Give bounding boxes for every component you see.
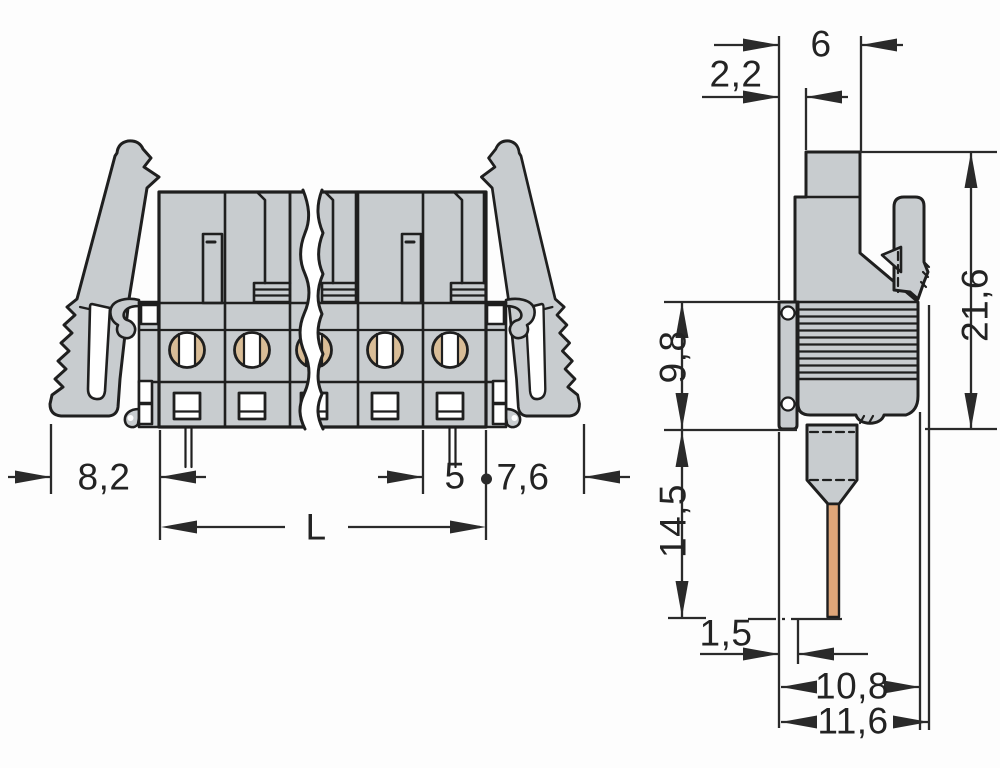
contact-channel [320,190,358,304]
dim-label-L: L [305,506,327,548]
dim-label-8-2: 8,2 [77,456,131,498]
rib-lines [797,308,919,374]
dim-label-9-8: 9,8 [652,330,694,384]
connector-body-front [137,188,508,431]
pin-stubs [184,425,457,469]
contact-channel [252,190,292,304]
flange-plate-side [777,300,799,431]
contact-channel [449,190,488,304]
break-line [298,188,311,431]
dim-label-5: 5 [444,455,466,497]
dim-label-14-5: 14,5 [652,483,694,559]
dim-label-7-6: 7,6 [496,456,550,498]
front-view [8,139,630,540]
side-view [664,36,997,730]
dim-label-6: 6 [810,23,832,65]
dim-label-21-6: 21,6 [954,267,996,343]
mounting-flange-left [109,297,161,429]
dim-label-1-5: 1,5 [699,612,753,654]
dim-label-10-8: 10,8 [814,665,890,707]
dim-label-11-6: 11,6 [817,700,889,742]
latch-hook [880,195,931,301]
locking-lever-left [48,139,161,418]
dim-label-2-2: 2,2 [709,53,763,95]
side-dimensions [664,36,997,730]
break-line [316,188,325,431]
pin-support [805,423,859,619]
front-dimensions [8,424,630,540]
flange-windows-left [137,303,160,426]
solder-pin [826,502,841,619]
